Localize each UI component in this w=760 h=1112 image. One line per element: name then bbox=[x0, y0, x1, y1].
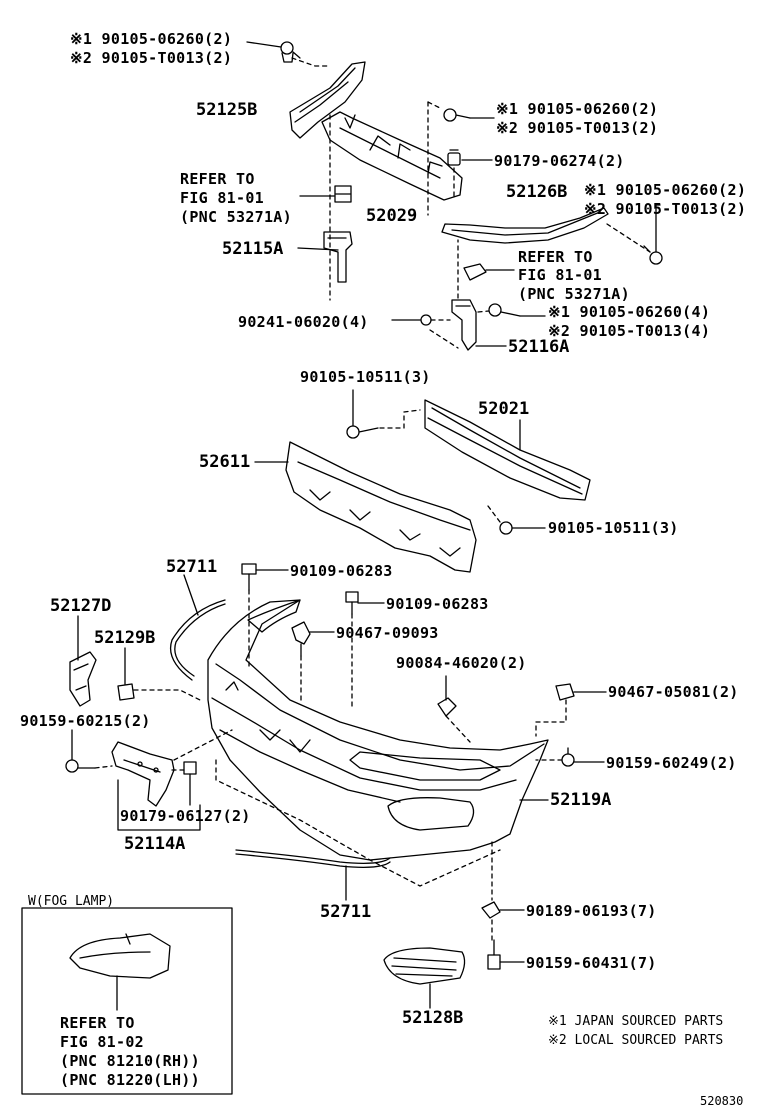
callout-bolt-10511-top: 90105-10511(3) bbox=[300, 368, 431, 386]
bracket-52029 bbox=[321, 111, 463, 201]
callout-lower-bolt-1: ※1 90105-06260(4) bbox=[548, 303, 711, 321]
fog-lamp bbox=[69, 933, 171, 979]
stay-52115A bbox=[323, 231, 353, 283]
pnc-52126B: 52126B bbox=[506, 182, 568, 202]
nut-90179-06127 bbox=[183, 761, 197, 775]
bolt-10511-top bbox=[346, 425, 379, 439]
pnc-52114A: 52114A bbox=[124, 834, 186, 854]
legend-note-2: ※2 LOCAL SOURCED PARTS bbox=[548, 1033, 724, 1048]
absorber-52611 bbox=[285, 441, 477, 573]
clip-90189-06193 bbox=[481, 901, 501, 919]
bracket-52127D bbox=[69, 651, 97, 707]
callout-screw-90241: 90241-06020(4) bbox=[238, 313, 369, 331]
callout-clip-90467-09093: 90467-09093 bbox=[336, 624, 439, 642]
stay-52116A bbox=[451, 299, 477, 351]
moulding-52711-top bbox=[169, 599, 226, 681]
screw-90109-b bbox=[345, 591, 359, 615]
cover-52128B bbox=[383, 947, 466, 985]
moulding-52711-bottom bbox=[235, 849, 391, 868]
pnc-52119A: 52119A bbox=[550, 790, 612, 810]
callout-right-bolt-2: ※2 90105-T0013(2) bbox=[496, 119, 659, 137]
pnc-52125B: 52125B bbox=[196, 100, 258, 120]
callout-screw-90159-60431: 90159-60431(7) bbox=[526, 954, 657, 972]
fog-box-title: W(FOG LAMP) bbox=[28, 894, 115, 909]
plug-52129B bbox=[117, 683, 135, 701]
pnc-52029: 52029 bbox=[366, 206, 418, 226]
refer-left-2: FIG 81-01 bbox=[180, 189, 264, 207]
callout-lower-bolt-2: ※2 90105-T0013(4) bbox=[548, 322, 711, 340]
bolt-right-top bbox=[443, 108, 471, 122]
pnc-52711-bottom: 52711 bbox=[320, 902, 372, 922]
callout-nut-90179-06127: 90179-06127(2) bbox=[120, 807, 251, 825]
callout-screw-90109-a: 90109-06283 bbox=[290, 562, 393, 580]
callout-mid-bolt-2: ※2 90105-T0013(2) bbox=[584, 200, 747, 218]
bolt-lower-right bbox=[488, 303, 521, 317]
pnc-52116A: 52116A bbox=[508, 337, 570, 357]
clip-53271A-left bbox=[334, 185, 352, 203]
pnc-52611: 52611 bbox=[199, 452, 251, 472]
clip-90084 bbox=[437, 697, 457, 717]
clip-90467-09093 bbox=[291, 621, 311, 657]
callout-screw-90159-60215: 90159-60215(2) bbox=[20, 712, 151, 730]
bracket-52114A bbox=[111, 741, 175, 807]
callout-screw-90159-60249: 90159-60249(2) bbox=[606, 754, 737, 772]
bolt-right-mid bbox=[643, 245, 663, 265]
callout-bolt-10511-bottom: 90105-10511(3) bbox=[548, 519, 679, 537]
pnc-52711-top: 52711 bbox=[166, 557, 218, 577]
fog-refer-2: FIG 81-02 bbox=[60, 1033, 144, 1051]
refer-right-2: FIG 81-01 bbox=[518, 266, 602, 284]
callout-nut-90179-06274: 90179-06274(2) bbox=[494, 152, 625, 170]
bolt-10511-bottom bbox=[499, 521, 546, 535]
refer-right-3: (PNC 53271A) bbox=[518, 285, 630, 303]
bolt-top bbox=[280, 41, 301, 63]
fog-refer-4: (PNC 81220(LH)) bbox=[60, 1071, 200, 1089]
fog-refer-3: (PNC 81210(RH)) bbox=[60, 1052, 200, 1070]
pnc-52115A: 52115A bbox=[222, 239, 284, 259]
fog-refer-1: REFER TO bbox=[60, 1014, 135, 1032]
screw-90241 bbox=[420, 314, 451, 326]
callout-clip-90189: 90189-06193(7) bbox=[526, 902, 657, 920]
callout-clip-90467-05081: 90467-05081(2) bbox=[608, 683, 739, 701]
screw-90159-60431 bbox=[487, 939, 501, 970]
pnc-52128B: 52128B bbox=[402, 1008, 464, 1028]
clip-53271A-right bbox=[463, 263, 487, 281]
bracket-52126B bbox=[441, 207, 609, 244]
legend-note-1: ※1 JAPAN SOURCED PARTS bbox=[548, 1014, 724, 1029]
screw-90109-a bbox=[241, 563, 257, 591]
screw-90159-60249 bbox=[561, 747, 575, 767]
callout-mid-bolt-1: ※1 90105-06260(2) bbox=[584, 181, 747, 199]
bumper-cover-52119A bbox=[207, 599, 549, 861]
clip-90467-05081 bbox=[555, 683, 575, 701]
callout-top-bolt-1: ※1 90105-06260(2) bbox=[70, 30, 233, 48]
pnc-52129B: 52129B bbox=[94, 628, 156, 648]
callout-clip-90084: 90084-46020(2) bbox=[396, 654, 527, 672]
refer-left-1: REFER TO bbox=[180, 170, 255, 188]
pnc-52127D: 52127D bbox=[50, 596, 112, 616]
refer-right-1: REFER TO bbox=[518, 248, 593, 266]
pnc-52021: 52021 bbox=[478, 399, 530, 419]
fog-lamp-box bbox=[21, 907, 233, 1095]
callout-right-bolt-1: ※1 90105-06260(2) bbox=[496, 100, 659, 118]
screw-90159-60215 bbox=[65, 759, 96, 773]
bracket-52125B bbox=[289, 61, 366, 139]
nut-90179-06274 bbox=[447, 149, 461, 166]
callout-screw-90109-b: 90109-06283 bbox=[386, 595, 489, 613]
callout-top-bolt-2: ※2 90105-T0013(2) bbox=[70, 49, 233, 67]
figure-id: 520830 bbox=[700, 1094, 744, 1108]
refer-left-3: (PNC 53271A) bbox=[180, 208, 292, 226]
reinforcement-52021 bbox=[424, 399, 591, 501]
